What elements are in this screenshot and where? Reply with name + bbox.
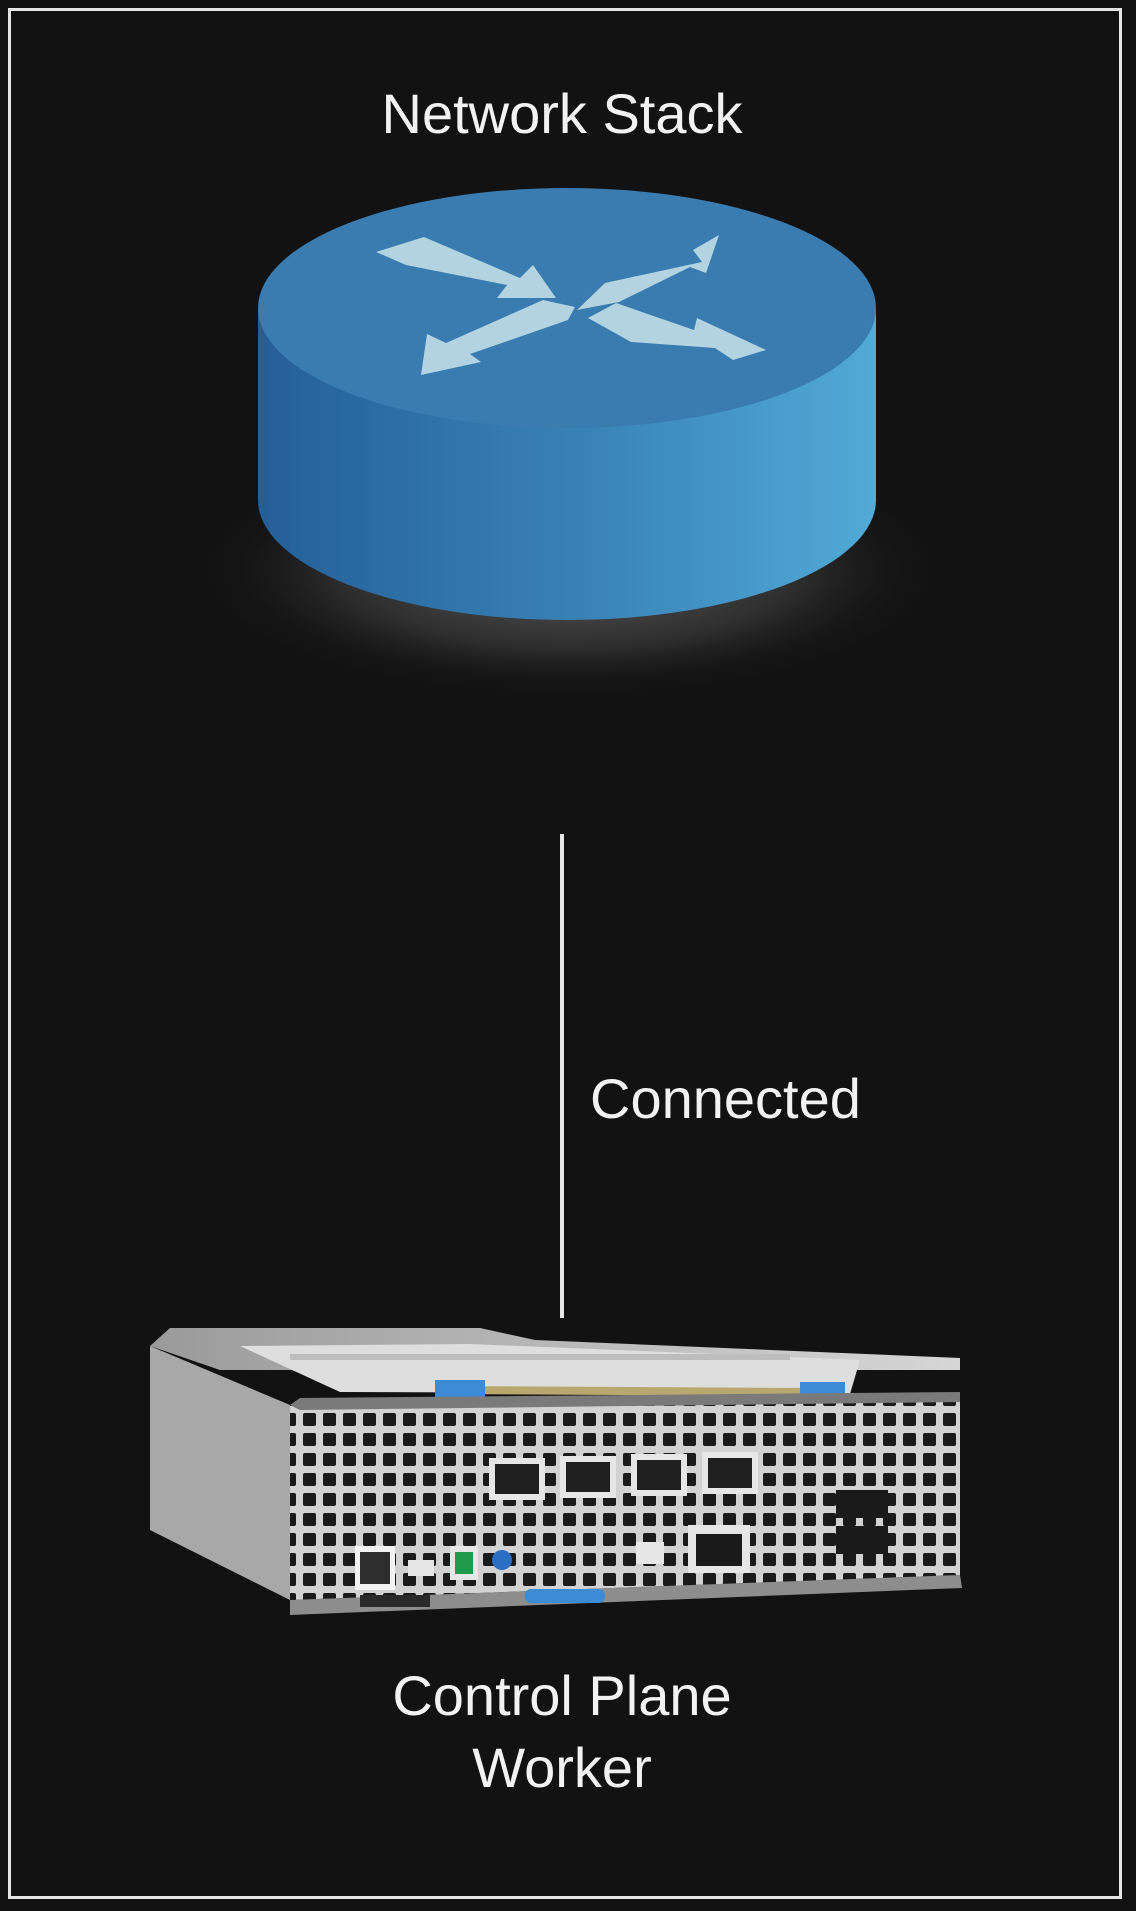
router-icon [190, 188, 950, 700]
connection-line [560, 834, 564, 1318]
edge-label: Connected [590, 1067, 861, 1130]
router-node-label: Network Stack [381, 82, 743, 145]
server-label-line-1: Control Plane [392, 1664, 732, 1727]
diagram-frame [8, 8, 1122, 1899]
server-node-label: Control Plane Worker [262, 1660, 862, 1804]
server-label-line-2: Worker [472, 1736, 652, 1799]
server-chassis-icon [150, 1328, 962, 1615]
